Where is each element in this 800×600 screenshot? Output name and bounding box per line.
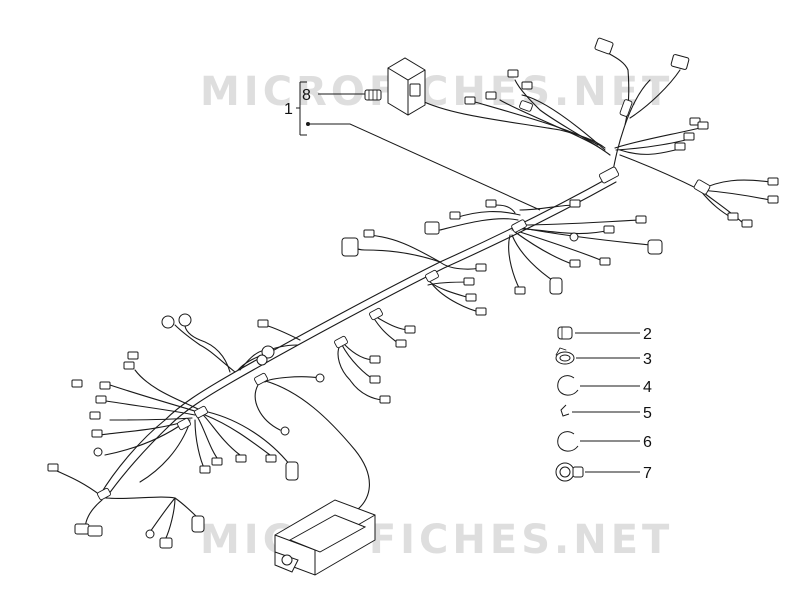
control-unit-icon [274,499,376,576]
bracket-icon [560,404,570,417]
callout-7: 7 [643,465,652,482]
callout-group-1: 1 8 [284,81,541,211]
clamp-icon [557,375,579,396]
clip-icon [557,326,573,340]
relay-icon [387,57,426,116]
callout-5: 5 [643,405,652,422]
callout-1: 1 [284,101,293,118]
wiring-harness-icon [47,37,779,549]
fuse-icon [364,89,382,101]
watermark-top: MICROFICHES.NET [200,69,673,115]
grommet-icon [555,462,584,482]
callout-2: 2 [643,326,652,343]
callout-4: 4 [643,379,652,396]
callout-8: 8 [302,87,311,104]
callout-6: 6 [643,434,652,451]
cable-tie-icon [555,347,575,365]
callout-3: 3 [643,351,652,368]
clamp-icon [557,431,579,452]
watermark-bottom: MICROFICHES.NET [200,517,673,563]
parts-legend: 2 3 4 5 6 7 [555,326,652,482]
